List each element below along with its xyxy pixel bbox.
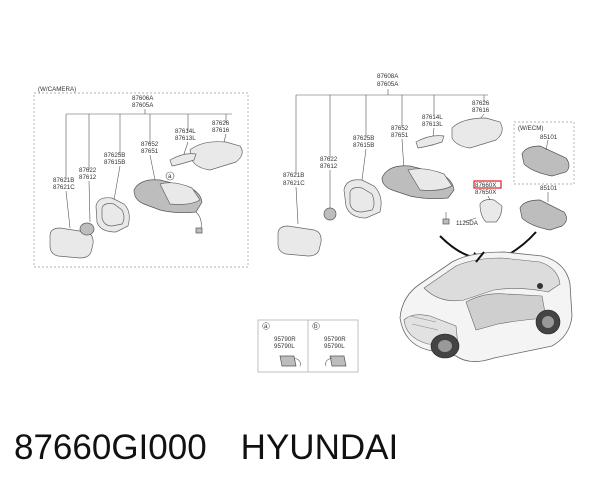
label-87625b-right: 87625B [353, 135, 374, 142]
detail-inset: a b 95790R 95790L 95790R 95790L [257, 319, 359, 373]
turn-signal-lamp-right [415, 135, 445, 149]
label-87612: 87612 [79, 174, 97, 181]
mirror-glass-right [277, 225, 322, 257]
ecm-variant-box [513, 121, 575, 185]
left-panel: (W/CAMERA) 87606A 87605A 87626 87616 876… [33, 86, 249, 268]
inside-mirror-ecm [521, 145, 570, 177]
label-87621c-right: 87621C [283, 180, 305, 187]
label-87614l: 87614L [175, 128, 196, 135]
label-95790l-a: 95790L [274, 343, 295, 350]
label-85101-ecm: 85101 [540, 134, 558, 141]
label-85101-mirror: 85101 [540, 185, 558, 192]
label-87652: 87652 [141, 141, 159, 148]
label-87608a: 87608A [377, 73, 399, 80]
label-87621b: 87621B [53, 177, 74, 184]
label-95790l-b: 95790L [324, 343, 345, 350]
turn-signal-lamp-left [169, 153, 197, 167]
label-87614l-right: 87614L [422, 114, 443, 121]
mirror-cover-cap-left [189, 141, 243, 171]
label-87652-right: 87652 [391, 125, 409, 132]
mirror-actuator-right [323, 207, 337, 221]
mirror-cover-highlighted [479, 199, 503, 223]
label-1125da: 1125DA [456, 220, 479, 227]
label-87622-right: 87622 [320, 156, 338, 163]
ecm-variant-title: (W/ECM) [518, 125, 543, 132]
highlighted-part-box [473, 180, 502, 189]
label-87651: 87651 [141, 148, 159, 155]
detail-marker-a: a [264, 323, 268, 330]
label-95790r-b: 95790R [324, 336, 346, 343]
label-87606a: 87606A [132, 95, 154, 102]
camera-variant-title: (W/CAMERA) [38, 86, 76, 93]
brand-name: HYUNDAI [240, 428, 399, 467]
camera-module-b [329, 355, 347, 367]
part-caption: 87660GI000 HYUNDAI [14, 428, 398, 468]
label-87613l: 87613L [175, 135, 196, 142]
marker-a-left: a [168, 173, 172, 180]
camera-module-a [279, 355, 297, 367]
label-87660x: 87660X [475, 182, 496, 189]
mirror-glass-left [49, 227, 94, 259]
label-87605a-right: 87605A [377, 81, 399, 88]
label-87612-right: 87612 [320, 163, 338, 170]
mirror-cover-cap-right [451, 117, 503, 149]
label-87616-right: 87616 [472, 107, 490, 114]
label-87625b: 87625B [104, 152, 125, 159]
detail-marker-b: b [314, 323, 318, 330]
label-87626-right: 87626 [472, 100, 490, 107]
label-87615b: 87615B [104, 159, 125, 166]
part-number: 87660GI000 [14, 428, 207, 467]
label-87613l-right: 87613L [422, 121, 443, 128]
label-87651-right: 87651 [391, 132, 409, 139]
label-95790r-a: 95790R [274, 336, 296, 343]
label-87650x: 87650X [475, 189, 496, 196]
vehicle-illustration [399, 251, 573, 362]
label-87616: 87616 [212, 127, 230, 134]
right-panel: 87608A 87605A 87626 87616 87614L 87613L … [277, 73, 575, 362]
label-87615b-right: 87615B [353, 142, 374, 149]
label-87626: 87626 [212, 120, 230, 127]
label-87622: 87622 [79, 167, 97, 174]
label-87605a: 87605A [132, 102, 154, 109]
label-87621c: 87621C [53, 184, 75, 191]
mirror-actuator-left [79, 222, 95, 236]
label-87621b-right: 87621B [283, 172, 304, 179]
inside-mirror [519, 199, 567, 231]
camera-variant-box [33, 92, 249, 268]
